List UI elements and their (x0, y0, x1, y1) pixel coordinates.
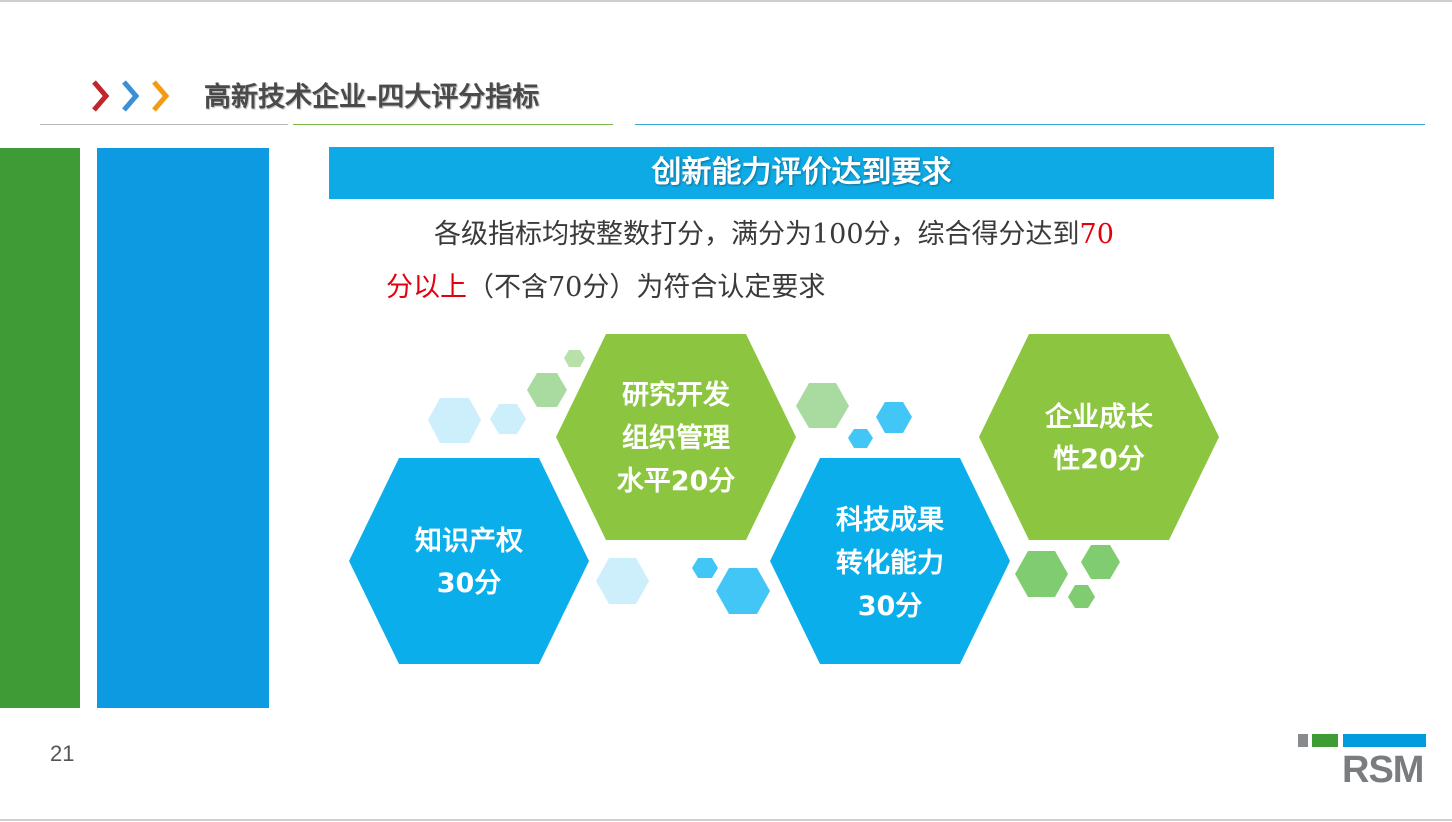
top-border (0, 0, 1452, 2)
description-line-1: 各级指标均按整数打分，满分为100分，综合得分达到70 (434, 217, 1114, 253)
decorative-hexagon (490, 404, 526, 434)
decorative-hexagon (716, 568, 770, 614)
logo-text: RSM (1342, 749, 1424, 791)
decorative-hexagon (1015, 551, 1068, 597)
indicator-label: 30分 (437, 568, 502, 599)
decorative-hexagon (796, 383, 849, 428)
decorative-hexagon (564, 350, 585, 367)
hexagon-shape (979, 334, 1219, 540)
logo-bar-grey (1298, 734, 1308, 747)
decorative-hexagon (1068, 585, 1095, 608)
chevron-orange-icon (152, 80, 170, 112)
title-rule-grey (40, 124, 288, 125)
title-rule-green (293, 124, 613, 125)
decorative-blue-bar (97, 148, 269, 708)
decorative-hexagon (527, 373, 567, 407)
indicator-enterprise-growth: 企业成长 性20分 (979, 334, 1219, 540)
description-text: 各级指标均按整数打分，满分为100分，综合得分达到 (434, 219, 1080, 250)
page-number: 21 (50, 741, 75, 766)
decorative-green-bar (0, 148, 80, 708)
slide-title: 高新技术企业-四大评分指标 (204, 82, 540, 113)
section-banner: 创新能力评价达到要求 (329, 147, 1274, 199)
indicator-label: 企业成长 (1045, 401, 1154, 433)
indicator-label: 组织管理 (622, 422, 730, 454)
decorative-hexagon (1081, 545, 1120, 579)
decorative-hexagon (876, 402, 912, 433)
indicator-label: 知识产权 (415, 526, 523, 557)
description-text: （不含70分）为符合认定要求 (467, 272, 826, 303)
hexagon-shape (349, 458, 589, 664)
indicator-label: 水平20分 (617, 466, 736, 497)
decorative-hexagon (848, 429, 873, 448)
indicator-label: 30分 (858, 591, 923, 622)
description-highlight: 70 (1079, 219, 1114, 250)
logo-bar-green (1312, 734, 1338, 747)
chevron-arrows-icon (92, 80, 170, 112)
rsm-logo: RSM (1296, 732, 1428, 792)
title-rule-blue (635, 124, 1425, 125)
indicator-intellectual-property: 知识产权 30分 (349, 458, 589, 664)
indicator-label: 性20分 (1053, 444, 1145, 475)
indicator-label: 转化能力 (836, 547, 944, 579)
logo-bar-blue (1343, 734, 1426, 747)
chevron-red-icon (92, 80, 110, 112)
hexagon-shape (556, 334, 796, 540)
decorative-hexagon (596, 558, 649, 604)
hexagon-shape (770, 458, 1010, 664)
description-line-2: 分以上（不含70分）为符合认定要求 (386, 270, 825, 306)
bottom-border (0, 819, 1452, 821)
indicator-tech-transfer: 科技成果 转化能力 30分 (770, 458, 1010, 664)
decorative-hexagon (428, 398, 481, 443)
description-highlight: 分以上 (386, 272, 467, 303)
indicator-label: 研究开发 (622, 379, 730, 411)
indicator-rd-management: 研究开发 组织管理 水平20分 (556, 334, 796, 540)
decorative-hexagon (692, 558, 718, 578)
indicator-label: 科技成果 (836, 505, 944, 536)
chevron-blue-icon (122, 80, 140, 112)
